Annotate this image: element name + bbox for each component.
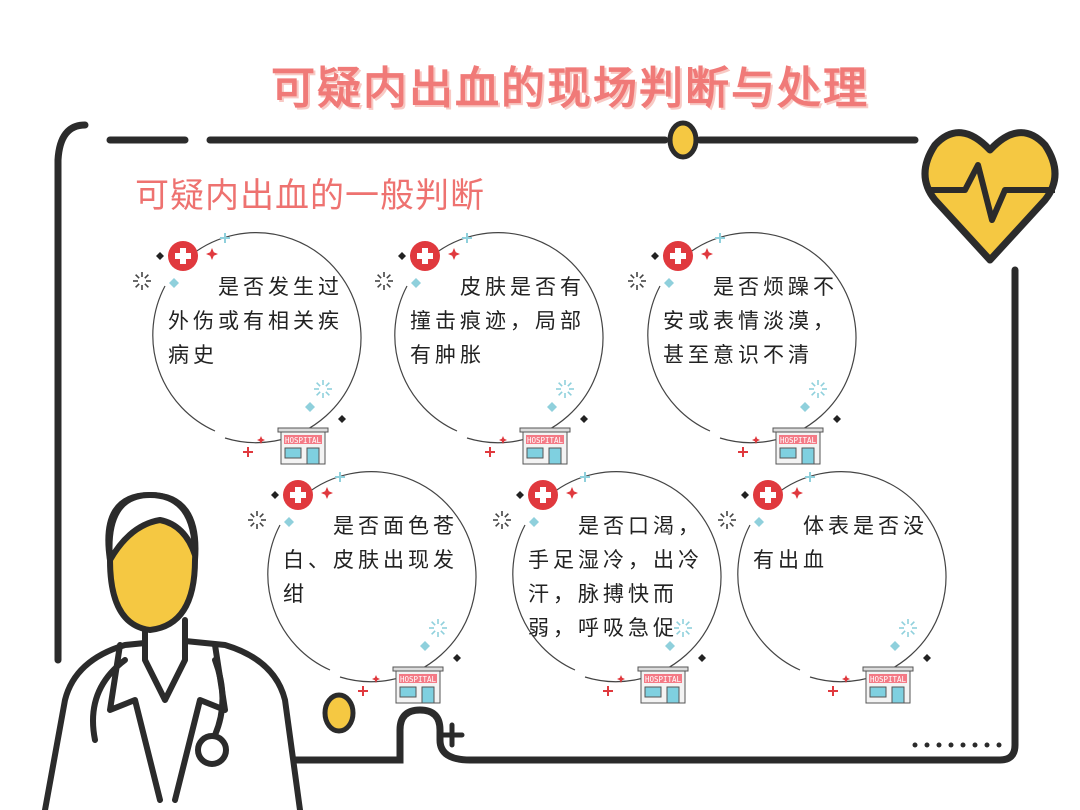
svg-text:HOSPITAL: HOSPITAL [780, 436, 817, 445]
svg-text:HOSPITAL: HOSPITAL [645, 675, 682, 684]
judgment-card: HOSPITAL 是否面色苍白、皮肤出现发绀 [248, 471, 477, 704]
hospital-icon: HOSPITAL [392, 665, 444, 705]
card-circle-decor [718, 471, 947, 696]
hospital-icon: HOSPITAL [277, 426, 329, 466]
judgment-card: HOSPITAL 体表是否没有出血 [718, 471, 947, 704]
hospital-icon: HOSPITAL [519, 426, 571, 466]
card-text: 是否面色苍白、皮肤出现发绀 [283, 514, 458, 606]
doctor-illustration [42, 492, 303, 810]
hospital-icon: HOSPITAL [862, 665, 914, 705]
card-text: 皮肤是否有撞击痕迹，局部有肿胀 [410, 275, 585, 367]
judgment-card: HOSPITAL 是否发生过外伤或有相关疾病史 [133, 232, 362, 465]
card-text: 体表是否没有出血 [753, 514, 928, 572]
svg-text:HOSPITAL: HOSPITAL [870, 675, 907, 684]
judgment-card: HOSPITAL 皮肤是否有撞击痕迹，局部有肿胀 [375, 232, 604, 465]
card-text: 是否发生过外伤或有相关疾病史 [168, 275, 343, 367]
judgment-card: HOSPITAL 是否口渴，手足湿冷，出冷汗，脉搏快而弱，呼吸急促 [493, 471, 722, 704]
svg-text:HOSPITAL: HOSPITAL [400, 675, 437, 684]
svg-text:HOSPITAL: HOSPITAL [527, 436, 564, 445]
card-text: 是否烦躁不安或表情淡漠，甚至意识不清 [663, 275, 838, 367]
hospital-icon: HOSPITAL [637, 665, 689, 705]
medical-cross-icon [528, 480, 558, 510]
medical-cross-icon [663, 241, 693, 271]
medical-cross-icon [283, 480, 313, 510]
medical-cross-icon [410, 241, 440, 271]
heart-icon [921, 129, 1059, 264]
medical-cross-icon [168, 241, 198, 271]
card-text: 是否口渴，手足湿冷，出冷汗，脉搏快而弱，呼吸急促 [528, 514, 703, 640]
medical-cross-icon [753, 480, 783, 510]
hospital-icon: HOSPITAL [772, 426, 824, 466]
judgment-card: HOSPITAL 是否烦躁不安或表情淡漠，甚至意识不清 [628, 232, 857, 465]
svg-text:HOSPITAL: HOSPITAL [285, 436, 322, 445]
page-title: 可疑内出血的现场判断与处理 [271, 63, 869, 114]
section-subtitle: 可疑内出血的一般判断 [135, 176, 485, 216]
yellow-dot [667, 120, 699, 160]
